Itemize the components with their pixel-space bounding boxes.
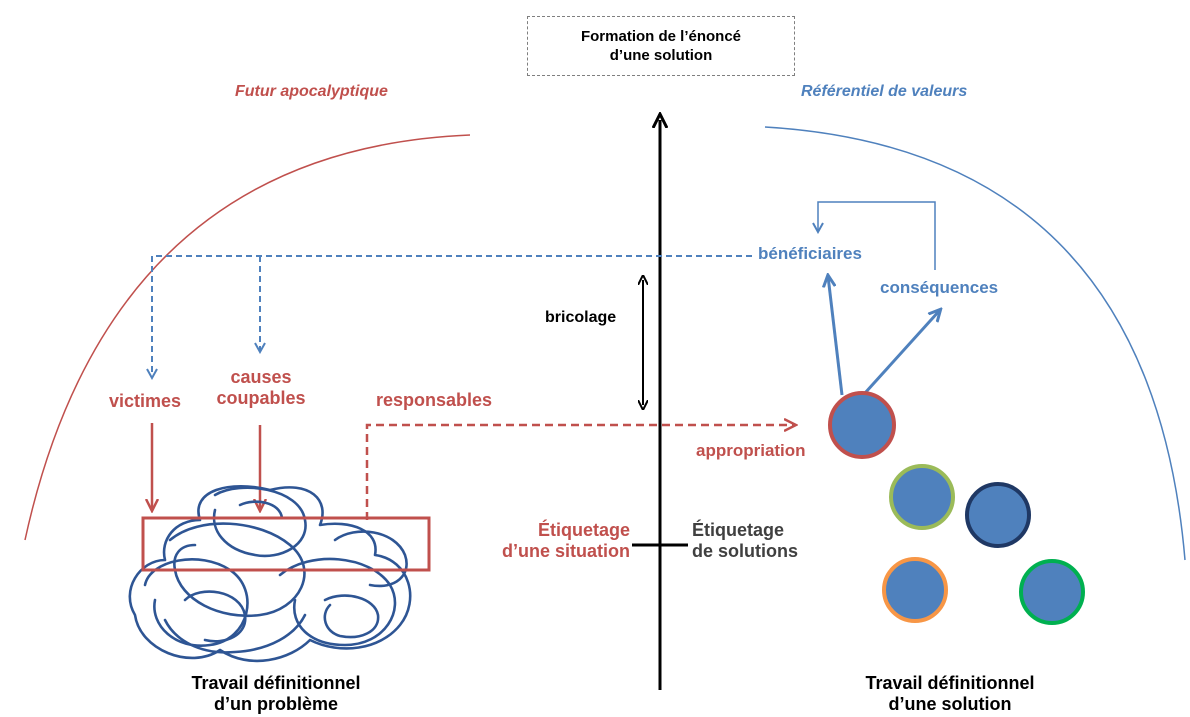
arrow-to-beneficiaires — [828, 276, 844, 396]
solution-circle-navy — [965, 482, 1031, 548]
coupables-text: coupables — [216, 387, 306, 408]
dashed-line-responsables — [365, 425, 795, 520]
title-line-1: Formation de l’énoncé — [580, 27, 742, 45]
problem-scribble — [128, 484, 412, 663]
causes-text: causes — [230, 367, 292, 387]
title-box: Formation de l’énoncé d’une solution — [527, 16, 795, 76]
solution-footer-line-2: d’une solution — [888, 693, 1012, 714]
etiquetage-situation-line-1: Étiquetage — [537, 520, 630, 540]
beneficiaires-label: bénéficiaires — [758, 244, 862, 263]
causes-coupables-label: causes coupables — [213, 367, 309, 408]
problem-footer: Travail définitionnel d’un problème — [158, 673, 394, 714]
responsables-label: responsables — [376, 390, 493, 410]
title-line-2: d’une solution — [609, 47, 713, 64]
etiquetage-situation-label: Étiquetage d’une situation — [470, 520, 630, 561]
bricolage-label: bricolage — [545, 309, 617, 326]
etiquetage-situation-line-2: d’une situation — [502, 540, 630, 561]
solution-circle-orange — [882, 557, 948, 623]
arrow-to-consequences — [863, 310, 940, 395]
right-arc — [764, 126, 1186, 561]
solution-circle-green — [889, 464, 955, 530]
feedback-loop-arrow — [818, 201, 936, 270]
problem-footer-line-2: d’un problème — [213, 693, 338, 714]
situation-frame — [141, 516, 431, 572]
appropriation-label: appropriation — [696, 441, 806, 460]
victimes-label: victimes — [109, 391, 182, 411]
solution-circle-bright-green — [1019, 559, 1085, 625]
left-arc — [24, 134, 471, 541]
etiquetage-solutions-label: Étiquetage de solutions — [692, 520, 798, 561]
solution-circle-appropriated — [828, 391, 896, 459]
dashed-line-beneficiaires-victimes — [152, 255, 752, 378]
problem-footer-line-1: Travail définitionnel — [191, 673, 361, 693]
etiquetage-solutions-line-2: de solutions — [692, 540, 799, 561]
etiquetage-solutions-line-1: Étiquetage — [692, 520, 785, 540]
solution-footer: Travail définitionnel d’une solution — [832, 673, 1068, 714]
right-arc-label: Référentiel de valeurs — [801, 83, 968, 100]
solution-footer-line-1: Travail définitionnel — [865, 673, 1035, 693]
left-arc-label: Futur apocalyptique — [235, 83, 388, 100]
consequences-label: conséquences — [880, 278, 999, 297]
